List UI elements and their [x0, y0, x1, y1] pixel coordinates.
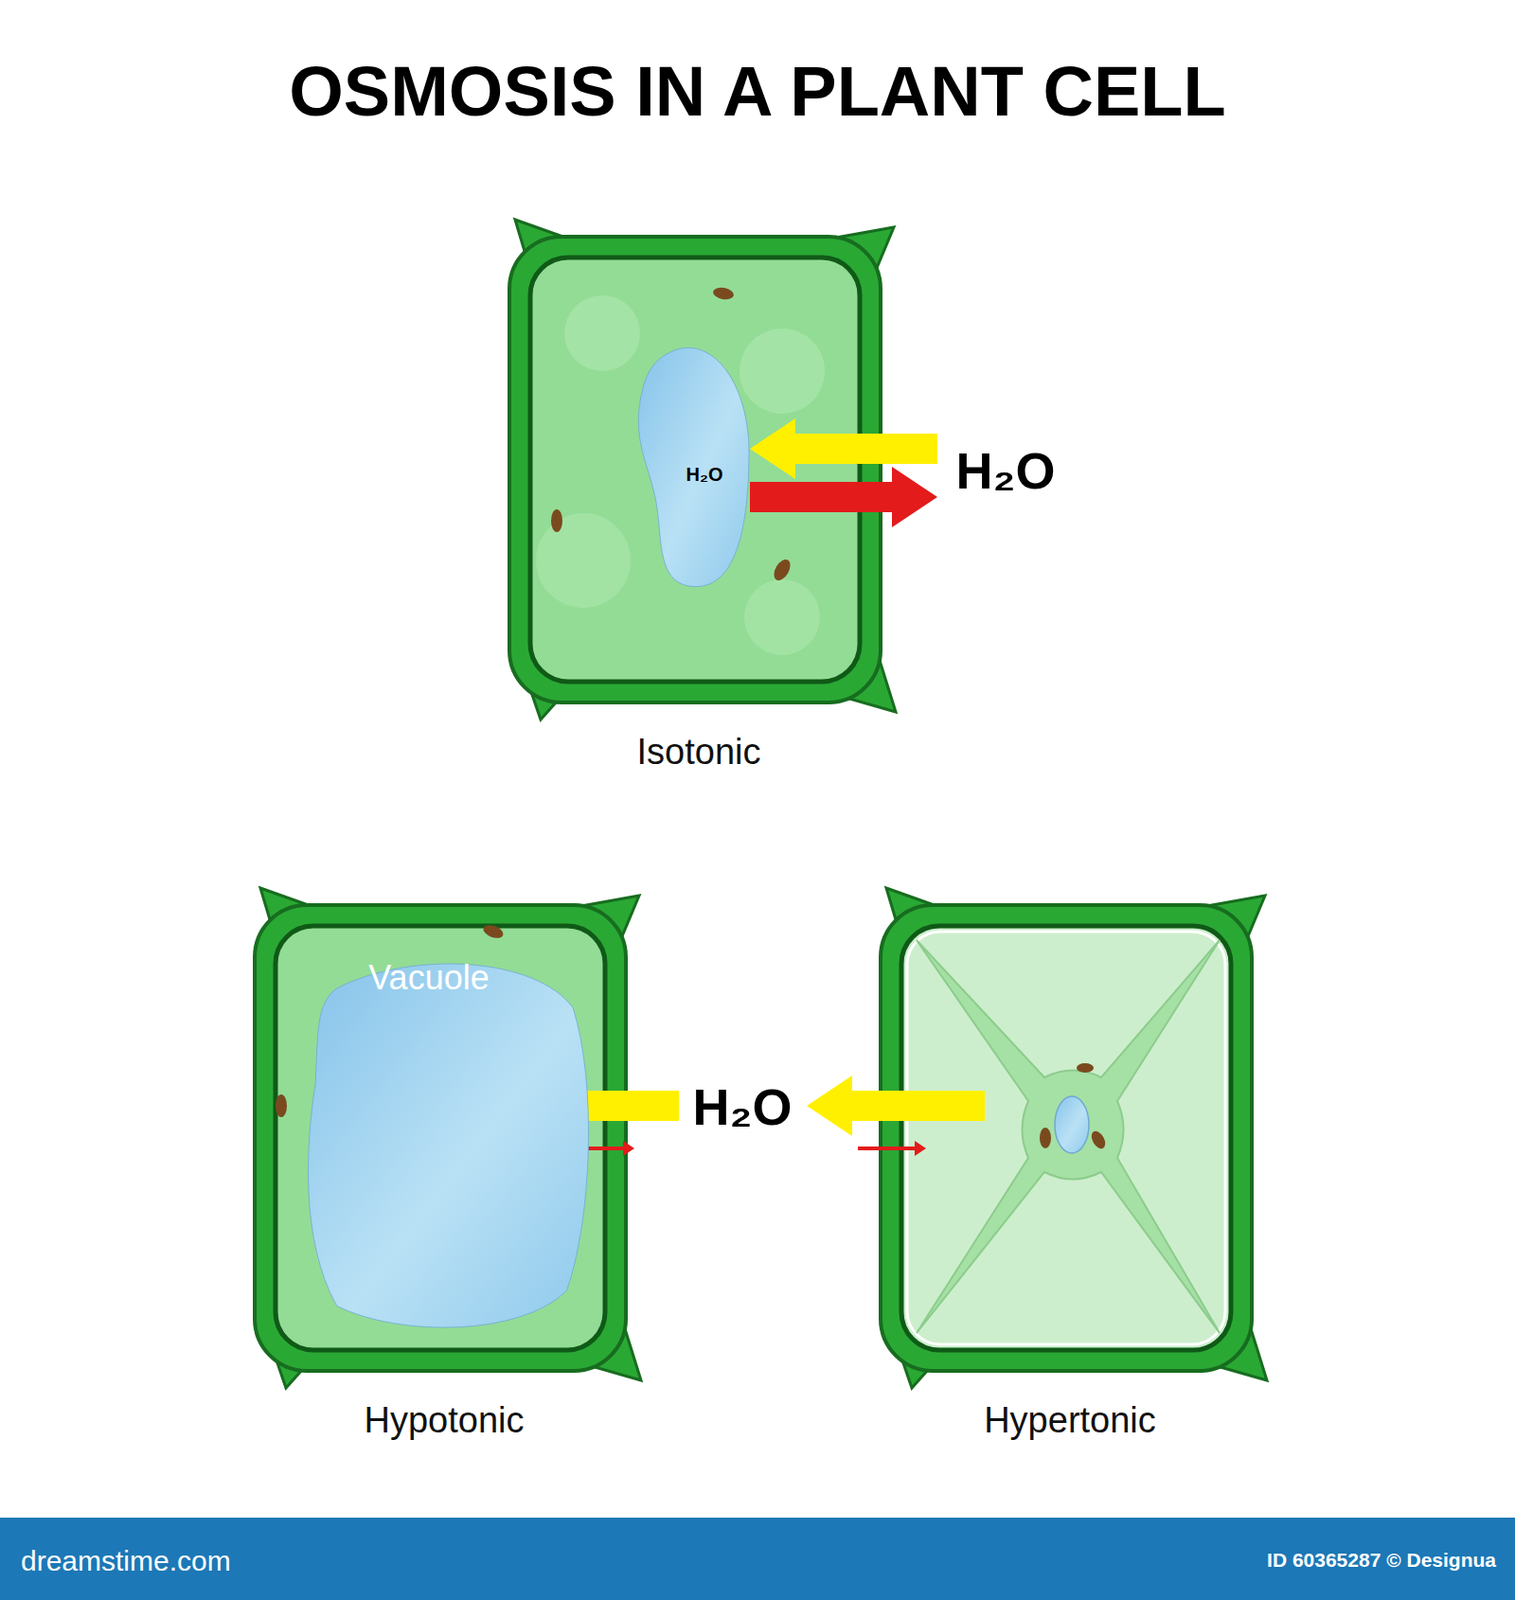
condition-label: Isotonic: [637, 732, 762, 773]
mitochondrion: [1039, 1127, 1052, 1149]
mitochondrion: [770, 556, 794, 584]
footer-site: dreamstime.com: [20, 1545, 232, 1577]
vacuole: H₂O: [623, 337, 756, 592]
vacuole: Vacuole: [290, 949, 598, 1337]
condition-label: Hypertonic: [983, 1401, 1157, 1442]
cell-membrane: [907, 931, 1226, 1345]
cytoplasm-texture: [739, 328, 825, 414]
vacuole-label: H₂O: [686, 463, 724, 485]
condition-label: Hypotonic: [364, 1401, 525, 1442]
mitochondrion: [275, 1094, 287, 1118]
cytoplasm-texture: [564, 295, 641, 372]
cytoplasm-texture: [535, 513, 631, 608]
small-vacuole: [1054, 1096, 1089, 1154]
footer-bar: [0, 1517, 1515, 1600]
hypertonic-cell: Hypertonic: [869, 888, 1271, 1389]
water-out-arrow: [857, 1140, 927, 1157]
isotonic-cell: IsotonicH₂O: [498, 219, 900, 720]
mitochondrion: [1076, 1063, 1094, 1073]
vacuole-shape: [638, 347, 749, 587]
cell-wall: [254, 905, 626, 1372]
cell-wall: [880, 905, 1252, 1372]
hypotonic-cell-drawing: [254, 888, 642, 1389]
shrunken-protoplast: [916, 940, 1220, 1334]
cytoplasm-texture: [744, 579, 820, 656]
footer-credit: ID 60365287 © Designua: [1266, 1549, 1497, 1571]
vacuole-shape: [308, 963, 589, 1328]
cytoplasm: [275, 926, 606, 1351]
water-label: H₂O: [956, 443, 1056, 500]
diagram-title: OSMOSIS IN A PLANT CELL: [288, 53, 1226, 130]
cell-wall: [509, 236, 881, 703]
water-in-arrow: [806, 1075, 985, 1137]
isotonic-cell-drawing: [509, 219, 896, 720]
hypotonic-cell: HypotonicVacuole: [243, 888, 645, 1389]
vacuole-outline: [290, 949, 598, 1337]
mitochondrion: [1088, 1128, 1108, 1151]
mitochondrion: [481, 923, 506, 942]
cell-interior: [901, 926, 1231, 1351]
cytoplasm: [530, 257, 860, 682]
mitochondrion: [712, 285, 735, 302]
vacuole-label: Vacuole: [368, 959, 489, 998]
hypertonic-cell-drawing: [880, 888, 1267, 1389]
mitochondrion: [551, 509, 563, 533]
water-in-arrow: [749, 418, 938, 480]
water-label: H₂O: [693, 1079, 793, 1136]
water-out-arrow: [749, 466, 938, 528]
